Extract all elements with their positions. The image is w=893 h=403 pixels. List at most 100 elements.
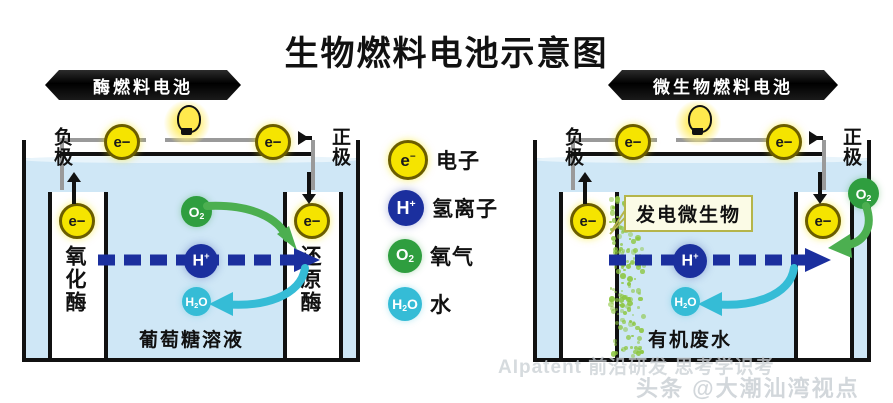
- electron-symbol: e−: [814, 212, 832, 230]
- microbe-speck: [614, 290, 617, 294]
- microbe-speck: [625, 264, 631, 269]
- microbe-speck: [632, 257, 636, 260]
- electron-symbol: e−: [624, 133, 642, 151]
- microbe-speck: [640, 246, 645, 251]
- microbe-speck: [617, 250, 621, 254]
- microbial-oxygen-arrow: [828, 202, 873, 258]
- microbial-cathode-label: 正极: [840, 127, 861, 167]
- enzyme-anode-arrow-stem: [72, 180, 76, 204]
- microbe-speck: [637, 341, 641, 345]
- microbe-speck: [632, 247, 638, 254]
- microbe-speck: [636, 236, 641, 241]
- microbe-speck: [620, 317, 625, 323]
- microbe-speck: [629, 259, 635, 265]
- banner-enzyme-fuel-cell: 酶燃料电池: [45, 70, 241, 100]
- microbe-speck: [622, 320, 626, 324]
- microbe-speck: [627, 300, 633, 306]
- legend-label-proton: 氢离子: [432, 197, 498, 221]
- microbe-speck: [631, 288, 636, 293]
- legend-item-proton: H+ 氢离子: [388, 184, 528, 232]
- enzyme-wire-mid: [165, 138, 290, 142]
- enzyme-anode-arrow-head: [67, 172, 81, 182]
- microbe-colony: [608, 196, 647, 358]
- electron-symbol: e−: [775, 133, 793, 151]
- microbe-speck: [626, 281, 631, 286]
- microbe-speck: [635, 325, 640, 330]
- legend-label-electron: 电子: [436, 149, 480, 173]
- electron-symbol: e−: [303, 212, 321, 230]
- microbe-speck: [617, 234, 622, 239]
- water-icon: H2O: [388, 287, 422, 321]
- microbe-speck: [609, 296, 615, 302]
- oxygen-symbol: O2: [855, 185, 872, 203]
- page-title: 生物燃料电池示意图: [284, 36, 609, 73]
- microbe-speck: [619, 243, 623, 247]
- oxygen-symbol: O2: [396, 247, 414, 265]
- microbial-anode-arrow-head: [578, 172, 592, 182]
- enzyme-electron-anode: e−: [59, 203, 95, 239]
- microbe-speck: [635, 351, 641, 357]
- microbe-speck: [631, 321, 636, 326]
- microbe-speck: [633, 346, 638, 351]
- microbe-speck: [614, 307, 619, 312]
- microbial-bulb-base: [692, 128, 703, 135]
- water-symbol: H2O: [392, 296, 418, 313]
- electron-icon: e−: [388, 140, 428, 180]
- microbe-speck: [623, 268, 626, 272]
- microbial-wire-arrow-2-stem: [809, 136, 823, 140]
- proton-symbol: H+: [192, 251, 210, 270]
- microbe-speck: [630, 249, 637, 255]
- microbe-speck: [618, 247, 624, 252]
- legend: e− 电子 H+ 氢离子 O2 氧气 H2O 水: [388, 136, 528, 328]
- microbe-speck: [628, 237, 631, 240]
- microbial-anode-label: 负极: [562, 127, 583, 167]
- microbe-speck: [624, 346, 629, 351]
- enzyme-water-arrow: [209, 264, 309, 316]
- microbe-speck: [632, 321, 636, 324]
- microbe-speck: [616, 269, 621, 274]
- microbial-electron-wire-right: e−: [766, 124, 802, 160]
- microbial-water-arrow: [698, 264, 798, 316]
- microbial-solution-label: 有机废水: [648, 330, 733, 351]
- microbe-speck: [626, 307, 632, 313]
- microbe-speck: [631, 313, 635, 317]
- microbe-speck: [609, 228, 613, 232]
- oxygen-symbol: O2: [188, 203, 205, 221]
- banner-left-label: 酶燃料电池: [93, 77, 193, 97]
- microbe-speck: [613, 350, 618, 356]
- microbe-speck: [626, 249, 630, 253]
- microbe-speck: [623, 310, 628, 315]
- microbe-speck: [621, 281, 624, 285]
- proton-icon: H+: [388, 190, 424, 226]
- microbe-speck: [610, 351, 616, 357]
- enzyme-electron-cathode: e−: [294, 203, 330, 239]
- watermark-bottom: 头条 @大潮汕湾视点: [636, 376, 860, 401]
- microbe-speck: [631, 354, 635, 358]
- banner-microbial-fuel-cell: 微生物燃料电池: [608, 70, 838, 100]
- legend-item-oxygen: O2 氧气: [388, 232, 528, 280]
- microbe-speck: [613, 339, 617, 343]
- legend-item-electron: e− 电子: [388, 136, 528, 184]
- microbe-speck: [609, 220, 612, 224]
- electron-symbol: e−: [579, 212, 597, 230]
- callout-label: 发电微生物: [636, 205, 742, 226]
- microbe-speck: [636, 336, 642, 342]
- microbe-speck: [613, 249, 619, 255]
- enzyme-cathode-arrow-head: [302, 194, 316, 204]
- microbial-proton-particle: H+: [673, 244, 707, 278]
- microbe-speck: [619, 225, 624, 231]
- microbial-cathode-arrow-stem: [818, 172, 822, 196]
- microbe-speck: [618, 249, 621, 252]
- electron-symbol: e−: [400, 150, 416, 170]
- enzyme-cathode-arrow-stem: [307, 172, 311, 196]
- tank-left-water-surface: [26, 156, 356, 163]
- microbial-wire-main: [571, 152, 826, 156]
- enzyme-proton-arrow: [98, 248, 320, 272]
- microbe-speck: [640, 269, 645, 274]
- enzyme-bulb-base: [181, 128, 192, 135]
- microbe-speck: [631, 334, 635, 338]
- microbial-water-particle: H2O: [671, 287, 700, 316]
- microbial-anode-arrow-stem: [583, 180, 587, 204]
- microbe-speck: [611, 217, 617, 223]
- enzyme-electron-wire-left: e−: [104, 124, 140, 160]
